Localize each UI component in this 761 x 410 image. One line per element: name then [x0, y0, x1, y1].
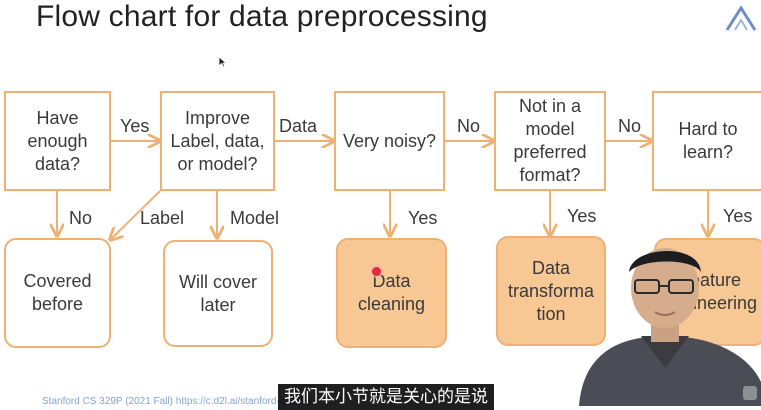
edge-label-no: No	[618, 116, 642, 136]
node-hard-to-learn: Hard to learn?	[652, 91, 761, 191]
video-subtitle: 我们本小节就是关心的是说	[278, 384, 494, 410]
laser-pointer-icon	[372, 267, 381, 276]
node-improve: Improve Label, data, or model?	[160, 91, 275, 191]
presenter-video	[579, 248, 761, 406]
node-covered-before: Covered before	[4, 238, 111, 348]
mouse-cursor-icon	[218, 56, 227, 68]
logo-icon	[725, 5, 757, 31]
player-corner-icon[interactable]	[743, 386, 757, 400]
node-have-enough-data: Have enough data?	[4, 91, 111, 191]
node-very-noisy: Very noisy?	[334, 91, 445, 191]
slide-footnote: Stanford CS 329P (2021 Fall) https://c.d…	[42, 396, 312, 407]
node-data-cleaning: Data cleaning	[336, 238, 447, 348]
edge-label-yes: Yes	[567, 206, 597, 226]
edge-label-data: Data	[279, 116, 318, 136]
node-not-preferred-format: Not in a model preferred format?	[494, 91, 606, 191]
arrow-improve-to-covered	[110, 190, 161, 240]
edge-label-yes: Yes	[120, 116, 150, 136]
edge-label-no: No	[457, 116, 481, 136]
edge-label-model: Model	[230, 208, 280, 228]
node-data-transformation: Data transforma tion	[496, 236, 606, 346]
edge-label-yes: Yes	[408, 208, 438, 228]
node-will-cover-later: Will cover later	[163, 240, 273, 347]
edge-label-label: Label	[140, 208, 185, 228]
edge-label-yes: Yes	[723, 206, 753, 226]
edge-label-no: No	[69, 208, 93, 228]
slide-title: Flow chart for data preprocessing	[36, 0, 488, 33]
